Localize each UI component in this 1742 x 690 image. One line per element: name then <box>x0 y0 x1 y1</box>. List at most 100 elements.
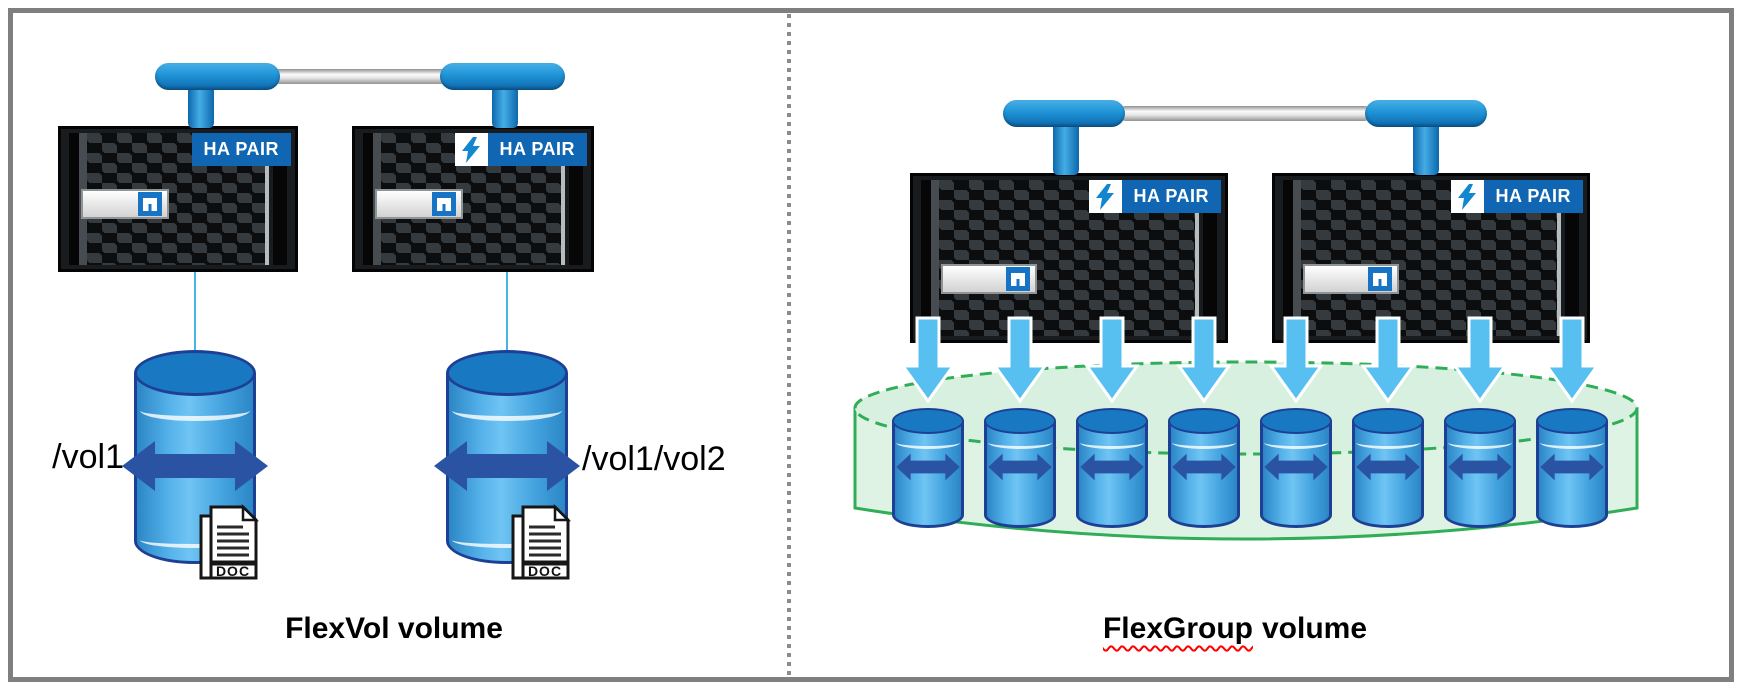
chassis-to-volume-line <box>506 272 508 352</box>
bidirectional-arrow-icon <box>1172 453 1236 481</box>
chassis-stripe <box>1283 180 1293 336</box>
lightning-bolt-icon <box>1088 180 1122 213</box>
cylinder-top <box>1536 408 1608 434</box>
data-flow-down-arrow-icon <box>1360 316 1416 404</box>
chassis-stripe <box>1565 180 1579 336</box>
flexgroup-container <box>853 360 1639 541</box>
chassis-to-volume-line <box>194 272 196 352</box>
chassis-stripe <box>69 133 79 265</box>
cylinder-top <box>1444 408 1516 434</box>
volume-path-label: /vol1 <box>52 438 124 476</box>
ha-pair-label: HA PAIR <box>487 133 587 166</box>
lightning-bolt-icon <box>454 133 488 166</box>
chassis-stripe <box>273 133 287 265</box>
bidirectional-arrow-icon <box>1356 453 1420 481</box>
data-flow-down-arrow-icon <box>1544 316 1600 404</box>
chassis-stripe <box>1293 180 1301 336</box>
ha-interconnect-stem <box>1053 125 1079 175</box>
doc-file-icon: DOC <box>199 504 260 580</box>
cylinder-highlight <box>1079 436 1145 449</box>
data-flow-down-arrow-icon <box>900 316 956 404</box>
data-flow-down-arrow-icon <box>1084 316 1140 404</box>
netapp-logo-icon <box>1006 267 1030 291</box>
cylinder-highlight <box>1355 436 1421 449</box>
ha-interconnect-cable <box>1118 106 1372 121</box>
cylinder-top <box>1076 408 1148 434</box>
storage-controller-chassis: HA PAIR <box>1272 173 1590 343</box>
doc-badge-text: DOC <box>216 563 250 579</box>
bidirectional-arrow-icon <box>1080 453 1144 481</box>
ha-interconnect-right-bar <box>440 63 565 90</box>
outer-frame-border <box>8 8 1734 682</box>
netapp-logo-icon <box>432 192 456 216</box>
netapp-logo-icon <box>1368 267 1392 291</box>
chassis-stripe <box>1557 180 1561 336</box>
cylinder-top <box>1260 408 1332 434</box>
cylinder-highlight <box>140 532 250 548</box>
ha-pair-badge: HA PAIR <box>454 133 587 166</box>
ha-interconnect-cable <box>272 69 448 84</box>
right-panel-title-word: FlexGroup <box>1102 612 1253 645</box>
cylinder-highlight <box>895 436 961 449</box>
chassis-stripe <box>1203 180 1217 336</box>
ha-interconnect-stem <box>188 88 214 128</box>
member-volume-cylinder <box>1260 408 1332 528</box>
cylinder-top <box>134 350 256 396</box>
chassis-stripe <box>921 180 931 336</box>
storage-controller-chassis: HA PAIR <box>352 126 594 272</box>
ha-pair-badge: HA PAIR <box>191 133 291 166</box>
netapp-logo-tag <box>81 189 169 219</box>
data-flow-down-arrow-icon <box>992 316 1048 404</box>
member-volume-cylinder <box>1536 408 1608 528</box>
chassis-stripe <box>1195 180 1199 336</box>
left-panel-title: FlexVol volume <box>285 612 503 645</box>
cylinder-highlight <box>1171 436 1237 449</box>
member-volume-cylinder <box>892 408 964 528</box>
cylinder-highlight <box>140 400 250 421</box>
storage-controller-chassis: HA PAIR <box>58 126 298 272</box>
cylinder-highlight <box>452 400 562 421</box>
cylinder-highlight <box>987 436 1053 449</box>
cylinder-top <box>984 408 1056 434</box>
storage-controller-chassis: HA PAIR <box>910 173 1228 343</box>
ha-pair-label: HA PAIR <box>1483 180 1583 213</box>
doc-badge-text: DOC <box>528 563 562 579</box>
chassis-stripe <box>569 133 583 265</box>
cylinder-top <box>1168 408 1240 434</box>
data-flow-down-arrow-icon <box>1268 316 1324 404</box>
panel-divider-dotted-line <box>787 14 791 676</box>
member-volume-cylinder <box>1444 408 1516 528</box>
netapp-logo-icon <box>138 192 162 216</box>
cylinder-highlight <box>1447 436 1513 449</box>
ha-pair-badge: HA PAIR <box>1088 180 1221 213</box>
ha-interconnect-stem <box>1413 125 1439 175</box>
ha-interconnect-right-bar <box>1365 100 1487 127</box>
chassis-stripe <box>931 180 939 336</box>
netapp-logo-tag <box>1303 264 1399 294</box>
ha-pair-badge: HA PAIR <box>1450 180 1583 213</box>
cylinder-highlight <box>1263 436 1329 449</box>
right-panel-title-rest: volume <box>1261 612 1368 645</box>
bidirectional-arrow-icon <box>896 453 960 481</box>
netapp-logo-tag <box>941 264 1037 294</box>
member-volume-cylinder <box>1076 408 1148 528</box>
cylinder-top <box>1352 408 1424 434</box>
bidirectional-arrow-icon <box>122 441 268 491</box>
data-flow-down-arrow-icon <box>1452 316 1508 404</box>
ha-pair-label: HA PAIR <box>1121 180 1221 213</box>
doc-file-icon: DOC <box>511 504 572 580</box>
cylinder-top <box>892 408 964 434</box>
cylinder-highlight <box>1539 436 1605 449</box>
ha-interconnect-left-bar <box>1003 100 1125 127</box>
bidirectional-arrow-icon <box>434 441 580 491</box>
cylinder-highlight <box>452 532 562 548</box>
ha-pair-label: HA PAIR <box>191 133 291 166</box>
member-volume-cylinder <box>984 408 1056 528</box>
bidirectional-arrow-icon <box>1540 453 1604 481</box>
bidirectional-arrow-icon <box>988 453 1052 481</box>
chassis-stripe <box>561 133 565 265</box>
ha-interconnect-stem <box>492 88 518 128</box>
member-volume-cylinder <box>1352 408 1424 528</box>
